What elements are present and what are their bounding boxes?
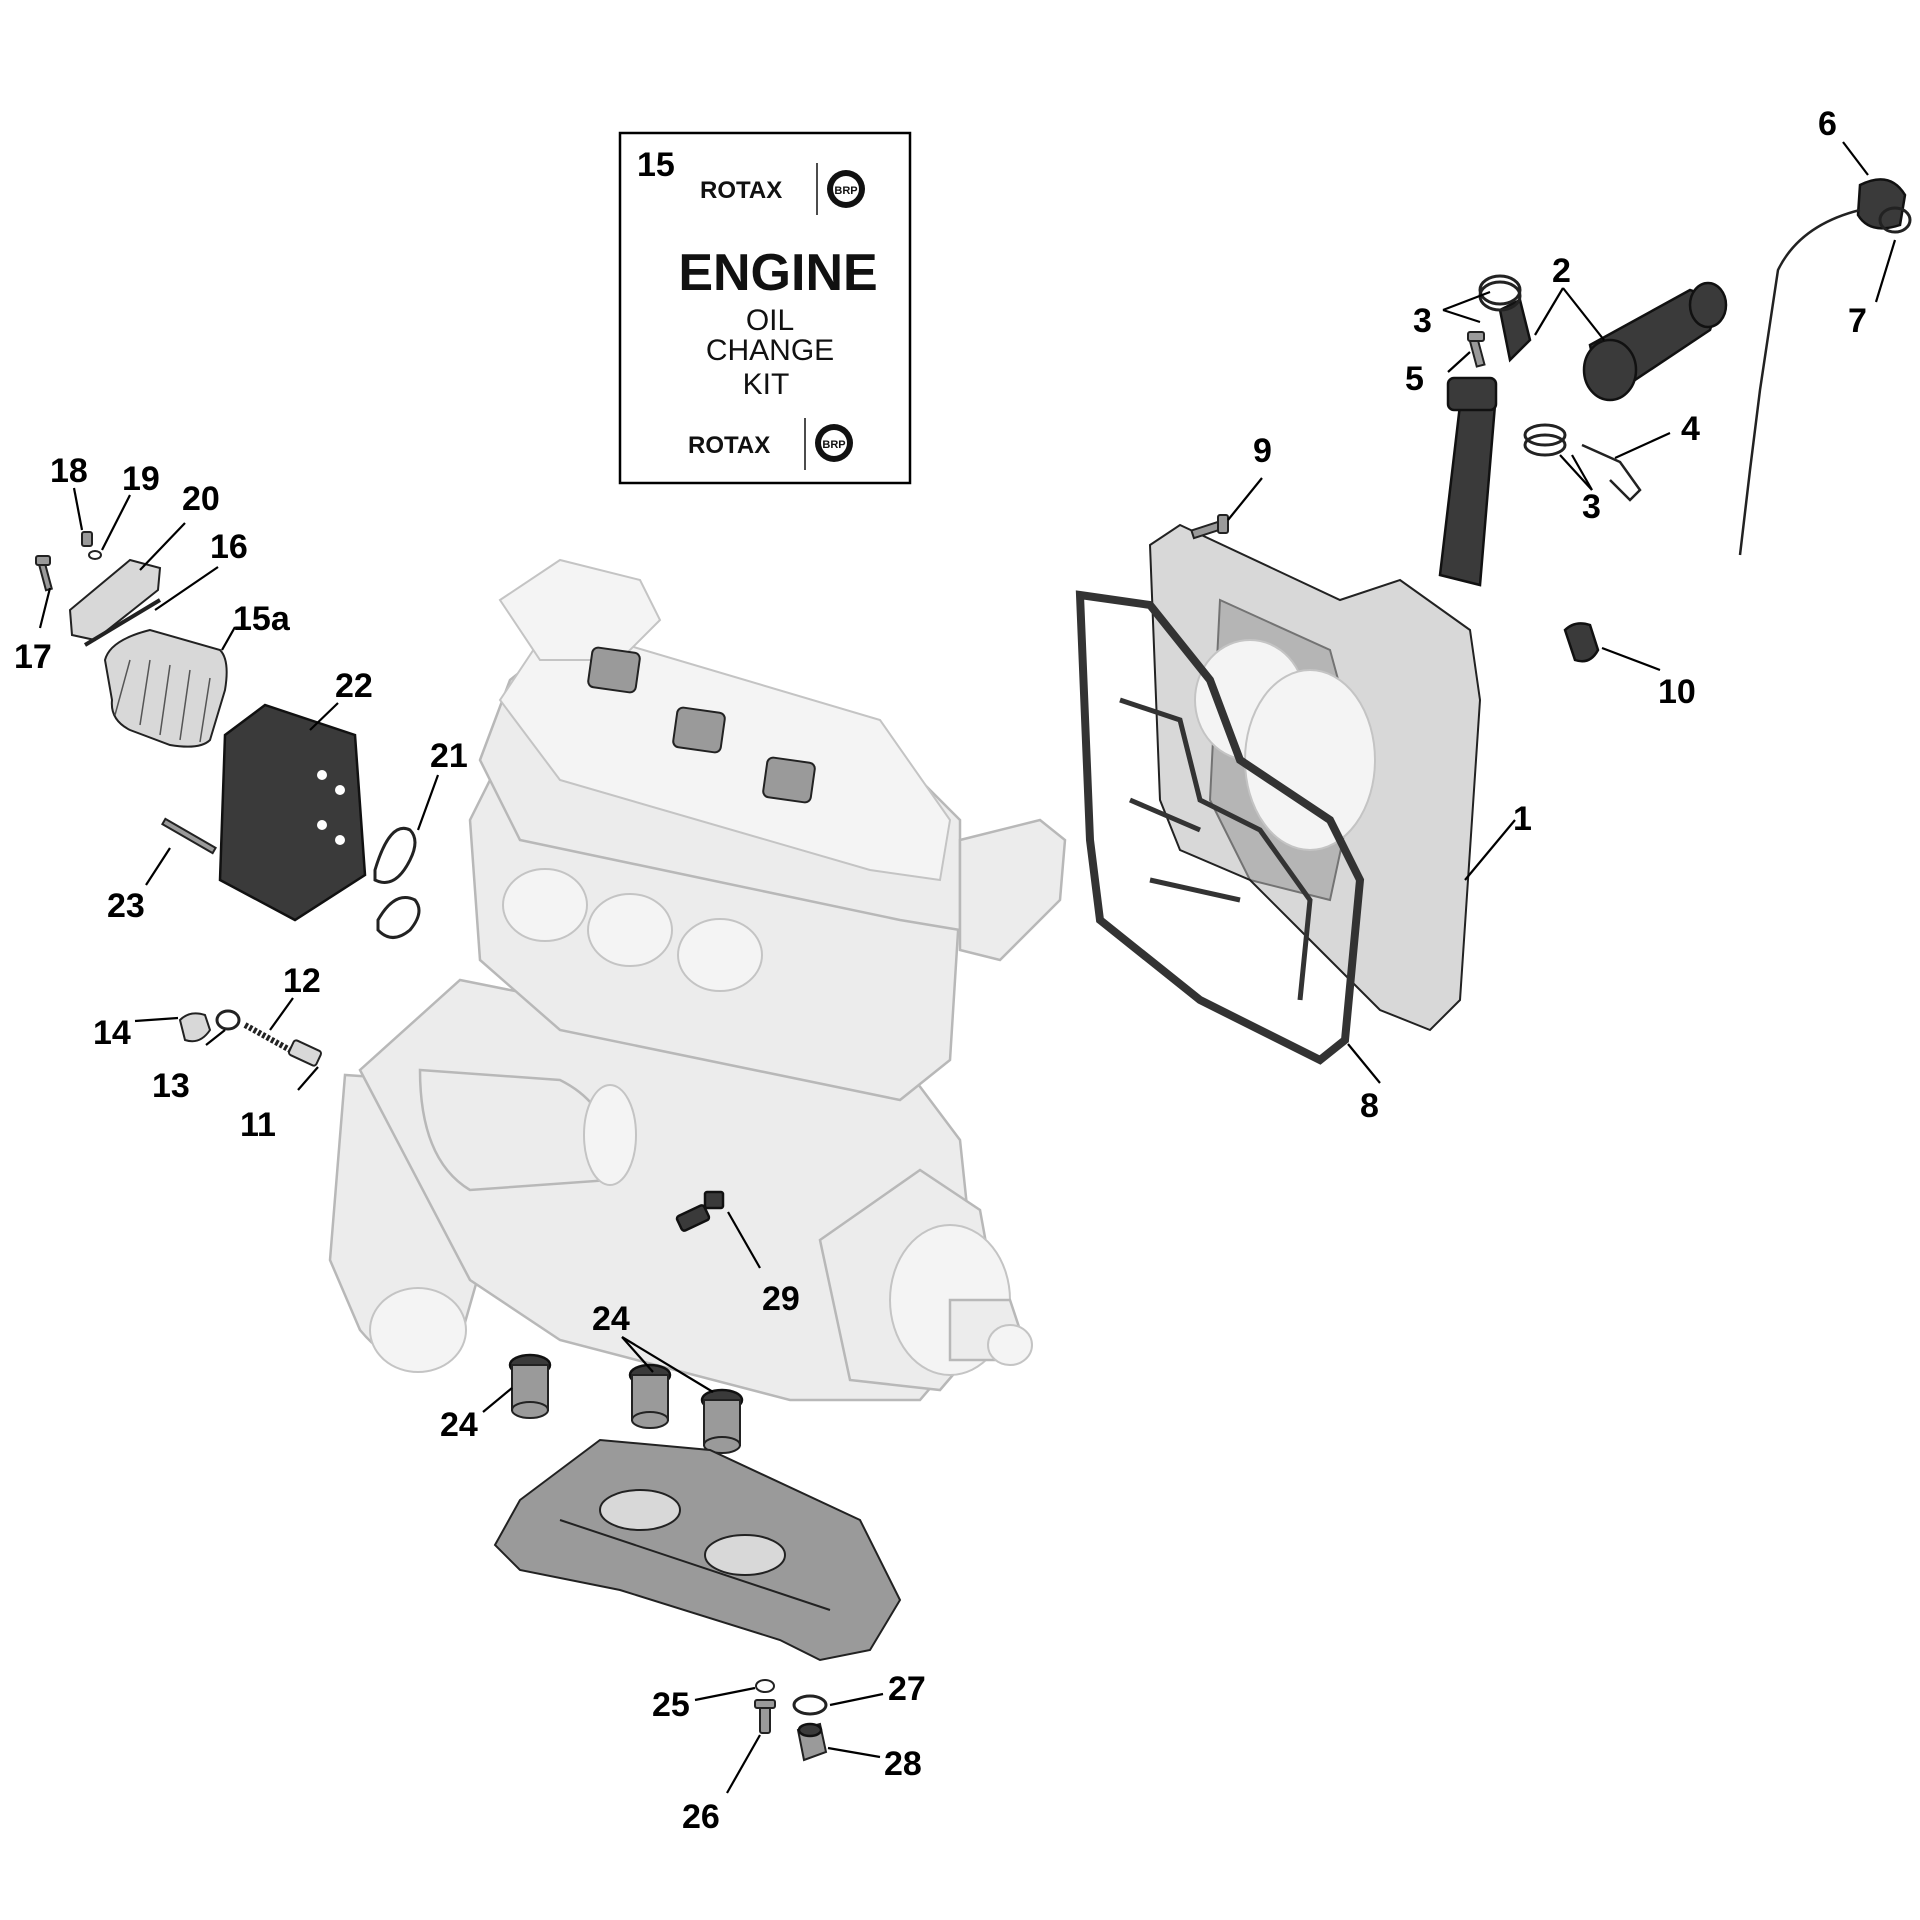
callout-12: 12 (283, 962, 321, 1000)
part-3-clamp-lower (1523, 423, 1567, 457)
oil-pan (493, 1438, 902, 1662)
kit-line-change: CHANGE (706, 334, 834, 367)
engine-block-ghost (328, 558, 1067, 1402)
part-13-o-ring (215, 1009, 241, 1031)
part-24-strainer-left (508, 1353, 552, 1419)
callout-21: 21 (430, 737, 468, 775)
callout-24-top: 24 (592, 1300, 630, 1338)
part-10-cap (1563, 622, 1600, 663)
part-4-clip (1581, 443, 1642, 502)
part-29-sensor (675, 1190, 725, 1232)
callout-11: 11 (240, 1106, 276, 1144)
brp-logo-icon-bottom: BRP (815, 424, 853, 462)
callout-26: 26 (682, 1798, 720, 1836)
kit-item-number: 15 (637, 146, 675, 184)
part-18-screw (81, 531, 93, 547)
part-9-screw (1190, 514, 1229, 540)
callout-10: 10 (1658, 673, 1696, 711)
callout-16: 16 (210, 528, 248, 566)
callout-22: 22 (335, 667, 373, 705)
callout-8: 8 (1360, 1087, 1379, 1125)
callout-28: 28 (884, 1745, 922, 1783)
callout-25: 25 (652, 1686, 690, 1724)
callout-9: 9 (1253, 432, 1272, 470)
kit-line-oil: OIL (746, 304, 794, 337)
callout-29: 29 (762, 1280, 800, 1318)
callout-20: 20 (182, 480, 220, 518)
part-5-bolt (1467, 331, 1486, 368)
part-27-sealing-ring (792, 1694, 828, 1716)
part-20-filter-cover (68, 558, 162, 642)
part-26-drain-plug (754, 1699, 776, 1734)
callout-2: 2 (1552, 252, 1571, 290)
part-17-bolt (35, 555, 54, 592)
part-14-plug (178, 1012, 212, 1043)
callout-labels: 1 2 3 3 4 5 6 7 8 9 10 11 12 13 14 15a 1… (14, 105, 1867, 1836)
callout-3-lower: 3 (1582, 488, 1601, 526)
callout-27: 27 (888, 1670, 926, 1708)
callout-19: 19 (122, 460, 160, 498)
callout-7: 7 (1848, 302, 1867, 340)
part-21-cooler-gaskets (373, 827, 421, 939)
callout-3-upper: 3 (1413, 302, 1432, 340)
oil-change-kit-box: 15 ROTAX BRP ENGINE OIL CHANGE KIT ROTAX… (618, 131, 912, 485)
callout-13: 13 (152, 1067, 190, 1105)
part-24-strainer-middle (628, 1363, 672, 1429)
part-2-oil-filler-neck (1438, 281, 1728, 587)
callout-15a: 15a (233, 600, 291, 638)
svg-text:BRP: BRP (834, 185, 857, 197)
leader-lines (38, 141, 1897, 1794)
part-28-plug (796, 1722, 828, 1762)
part-25-washer (755, 1679, 775, 1693)
callout-1: 1 (1513, 800, 1532, 838)
callout-17: 17 (14, 638, 52, 676)
part-11-piston (288, 1039, 322, 1067)
part-7-o-ring (1878, 206, 1912, 234)
part-6-dipstick (1738, 178, 1907, 556)
part-1-oil-tank-cover (1148, 523, 1482, 1032)
callout-24-left: 24 (440, 1406, 478, 1444)
callout-6: 6 (1818, 105, 1837, 143)
kit-brand-top: ROTAX (700, 177, 782, 204)
part-15a-oil-filter (103, 628, 228, 748)
callout-18: 18 (50, 452, 88, 490)
part-12-spring (243, 1022, 292, 1053)
part-24-strainer-right (700, 1388, 744, 1454)
part-23-bolt (161, 817, 217, 855)
callout-5: 5 (1405, 360, 1424, 398)
part-16-o-ring (83, 598, 162, 647)
part-22-oil-cooler (218, 703, 367, 922)
callout-23: 23 (107, 887, 145, 925)
kit-title: ENGINE (678, 244, 877, 302)
part-19-washer (88, 550, 102, 560)
part-8-gasket (1075, 590, 1365, 1065)
brp-logo-icon-top: BRP (827, 170, 865, 208)
callout-4: 4 (1681, 410, 1700, 448)
svg-text:BRP: BRP (822, 439, 845, 451)
kit-brand-bottom: ROTAX (688, 432, 770, 459)
kit-line-kit: KIT (743, 368, 790, 401)
callout-14: 14 (93, 1014, 131, 1052)
